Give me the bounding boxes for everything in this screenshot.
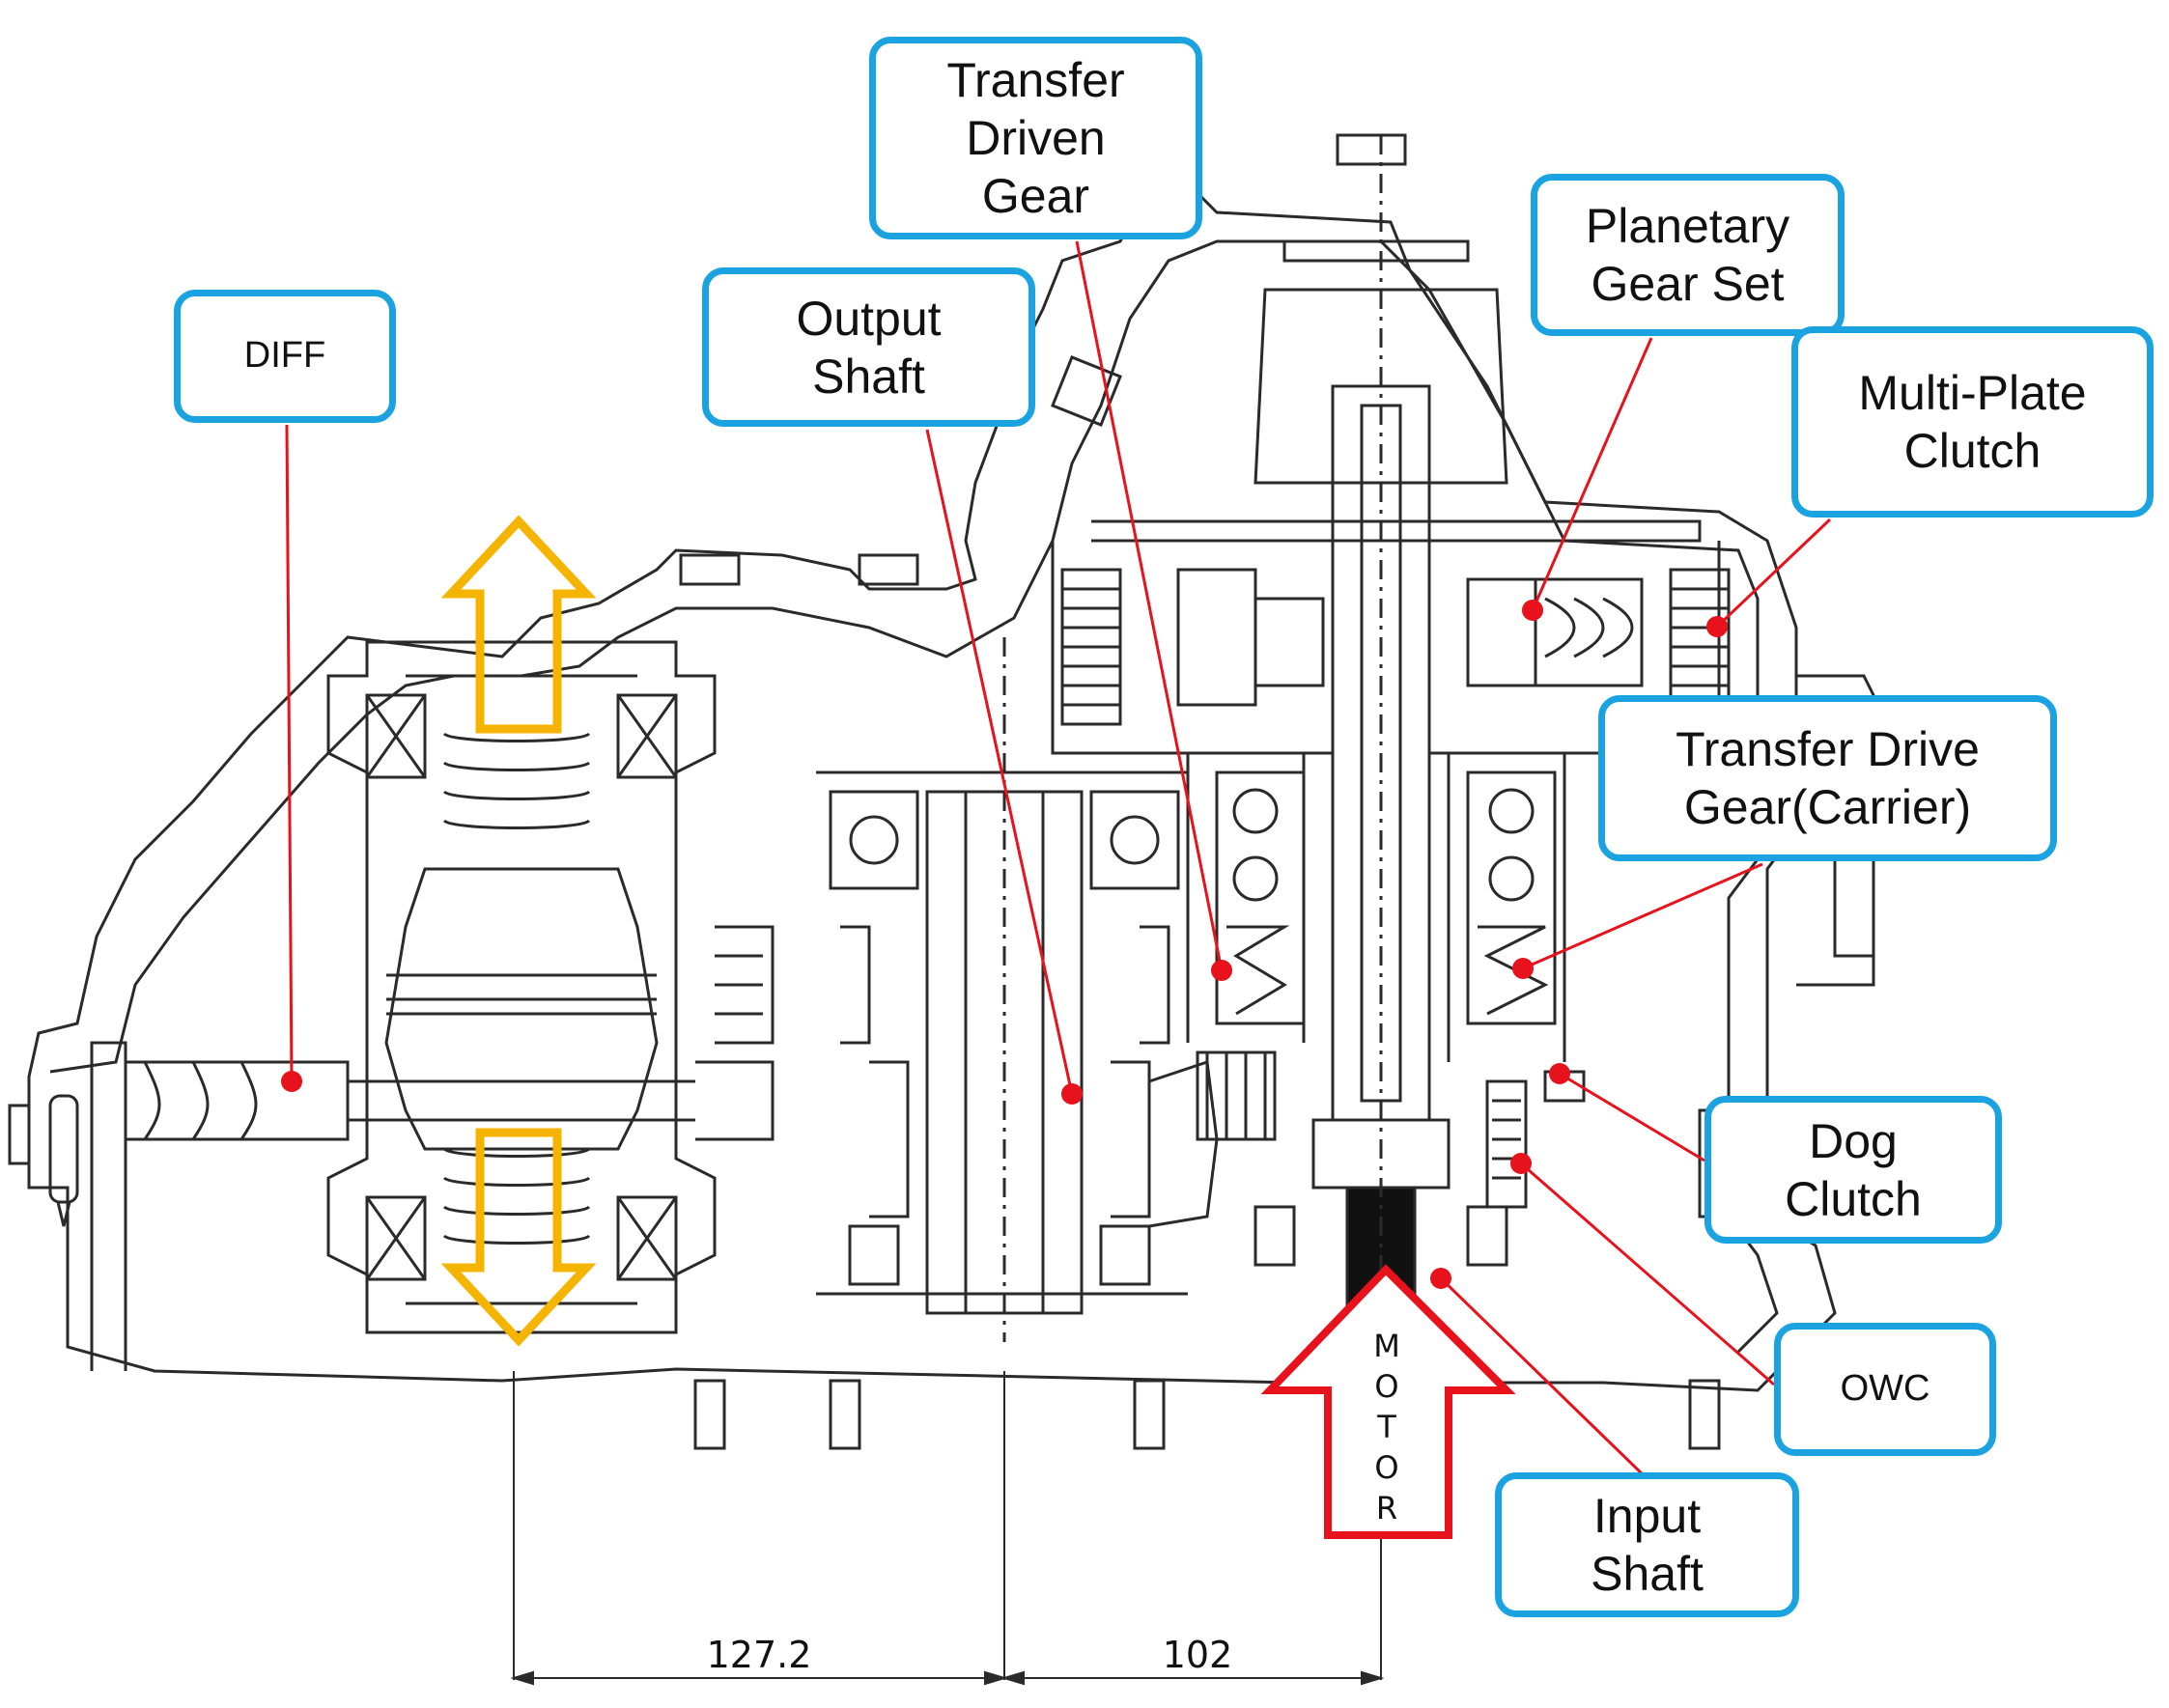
diff-dot — [281, 1071, 302, 1092]
motor-letter: O — [1374, 1449, 1398, 1486]
owc-callout: OWC — [1774, 1323, 1996, 1456]
dimension-right: 102 — [1163, 1634, 1233, 1676]
multi-plate-clutch-callout: Multi-Plate Clutch — [1791, 326, 2154, 518]
multi-plate-clutch-dot — [1706, 616, 1728, 637]
leader-dots — [281, 600, 1728, 1289]
transfer-driven-gear-dot — [1211, 960, 1232, 981]
input-shaft-callout: Input Shaft — [1495, 1472, 1799, 1617]
planetary-gear-set-callout: Planetary Gear Set — [1531, 174, 1845, 336]
motor-letter: T — [1376, 1409, 1396, 1445]
output-shaft-callout: Output Shaft — [702, 267, 1035, 427]
input-shaft-dot — [1430, 1268, 1451, 1289]
dog-clutch-callout: Dog Clutch — [1704, 1096, 2002, 1244]
motor-letter: O — [1374, 1368, 1398, 1405]
owc-dot — [1510, 1153, 1532, 1174]
dog-clutch-dot — [1549, 1063, 1570, 1084]
dimension-left: 127.2 — [707, 1634, 812, 1676]
transfer-driven-gear-callout: Transfer Driven Gear — [869, 37, 1202, 239]
motor-letter: R — [1376, 1490, 1397, 1526]
motor-letter: M — [1373, 1328, 1400, 1364]
motor-input-arrow-icon — [1260, 1264, 1516, 1539]
transfer-drive-gear-callout: Transfer Drive Gear(Carrier) — [1598, 695, 2057, 861]
dimension-lines — [510, 1371, 1385, 1686]
leader-lines — [285, 240, 1832, 1480]
up-arrow-icon — [440, 515, 597, 734]
diff-callout: DIFF — [174, 290, 396, 423]
motor-label: M O T O R — [1373, 1328, 1400, 1526]
transfer-drive-gear-dot — [1512, 958, 1534, 979]
planetary-gear-set-dot — [1522, 600, 1543, 621]
down-arrow-icon — [440, 1128, 597, 1347]
output-shaft-dot — [1061, 1083, 1083, 1105]
